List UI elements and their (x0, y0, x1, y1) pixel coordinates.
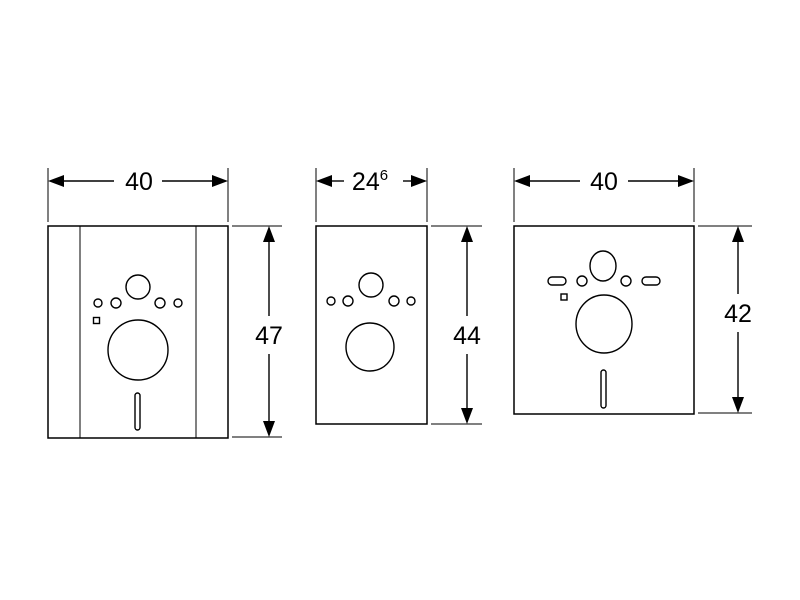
panel-a-slot (134, 392, 141, 431)
panel-a-height-label: 47 (255, 322, 283, 350)
arrowhead-left (514, 175, 530, 187)
arrowhead-top (263, 226, 275, 242)
arrowhead-left (48, 175, 64, 187)
panel-c-slot (600, 369, 607, 409)
panel-c-width-dimension: 40 (513, 168, 695, 222)
arrowhead-right (678, 175, 694, 187)
arrowhead-right (212, 175, 228, 187)
panel-c-drain-hole (575, 294, 633, 354)
panel-b-drain-hole (345, 322, 395, 372)
panel-b: 246 44 (315, 167, 482, 425)
arrowhead-top (732, 226, 744, 242)
panel-a-square-hole (92, 316, 101, 325)
panel-a-width-label: 40 (125, 168, 153, 196)
panel-c-height-dimension: 42 (698, 225, 752, 414)
panel-b-height-label: 44 (453, 322, 481, 350)
panel-a-height-dimension: 47 (232, 225, 283, 438)
arrowhead-bottom (732, 397, 744, 413)
panel-b-bolt-hole (388, 295, 400, 307)
panel-a: 40 47 (47, 168, 283, 439)
panel-c-bolt-hole (576, 275, 588, 287)
panel-a-drain-hole (107, 319, 169, 381)
panel-a-bolt-hole (154, 297, 166, 309)
arrowhead-top (461, 226, 473, 242)
panel-c-square-hole (560, 293, 568, 301)
panel-b-width-dimension: 246 (315, 167, 428, 222)
panel-a-small-hole (93, 298, 103, 308)
panel-c-width-label: 40 (590, 168, 618, 196)
panel-b-width-label: 246 (352, 167, 388, 196)
panel-c-height-label: 42 (724, 300, 752, 328)
panel-c-slot-right (641, 276, 661, 286)
panel-b-height-dimension: 44 (431, 225, 482, 425)
panel-a-small-hole (173, 298, 183, 308)
panel-b-small-hole (406, 296, 416, 306)
panel-b-small-hole (326, 296, 336, 306)
panel-c-bolt-hole (620, 275, 632, 287)
panel-b-bolt-hole (342, 295, 354, 307)
panel-c: 40 42 (513, 168, 752, 415)
arrowhead-bottom (461, 408, 473, 424)
arrowhead-bottom (263, 421, 275, 437)
panel-c-water-inlet-hole (589, 250, 617, 282)
panel-a-bolt-hole (110, 297, 122, 309)
arrowhead-right (411, 175, 427, 187)
panel-b-water-inlet-hole (358, 272, 384, 298)
panel-a-water-inlet-hole (125, 274, 151, 300)
panel-a-width-dimension: 40 (47, 168, 229, 222)
arrowhead-left (316, 175, 332, 187)
panel-c-slot-left (547, 276, 567, 286)
